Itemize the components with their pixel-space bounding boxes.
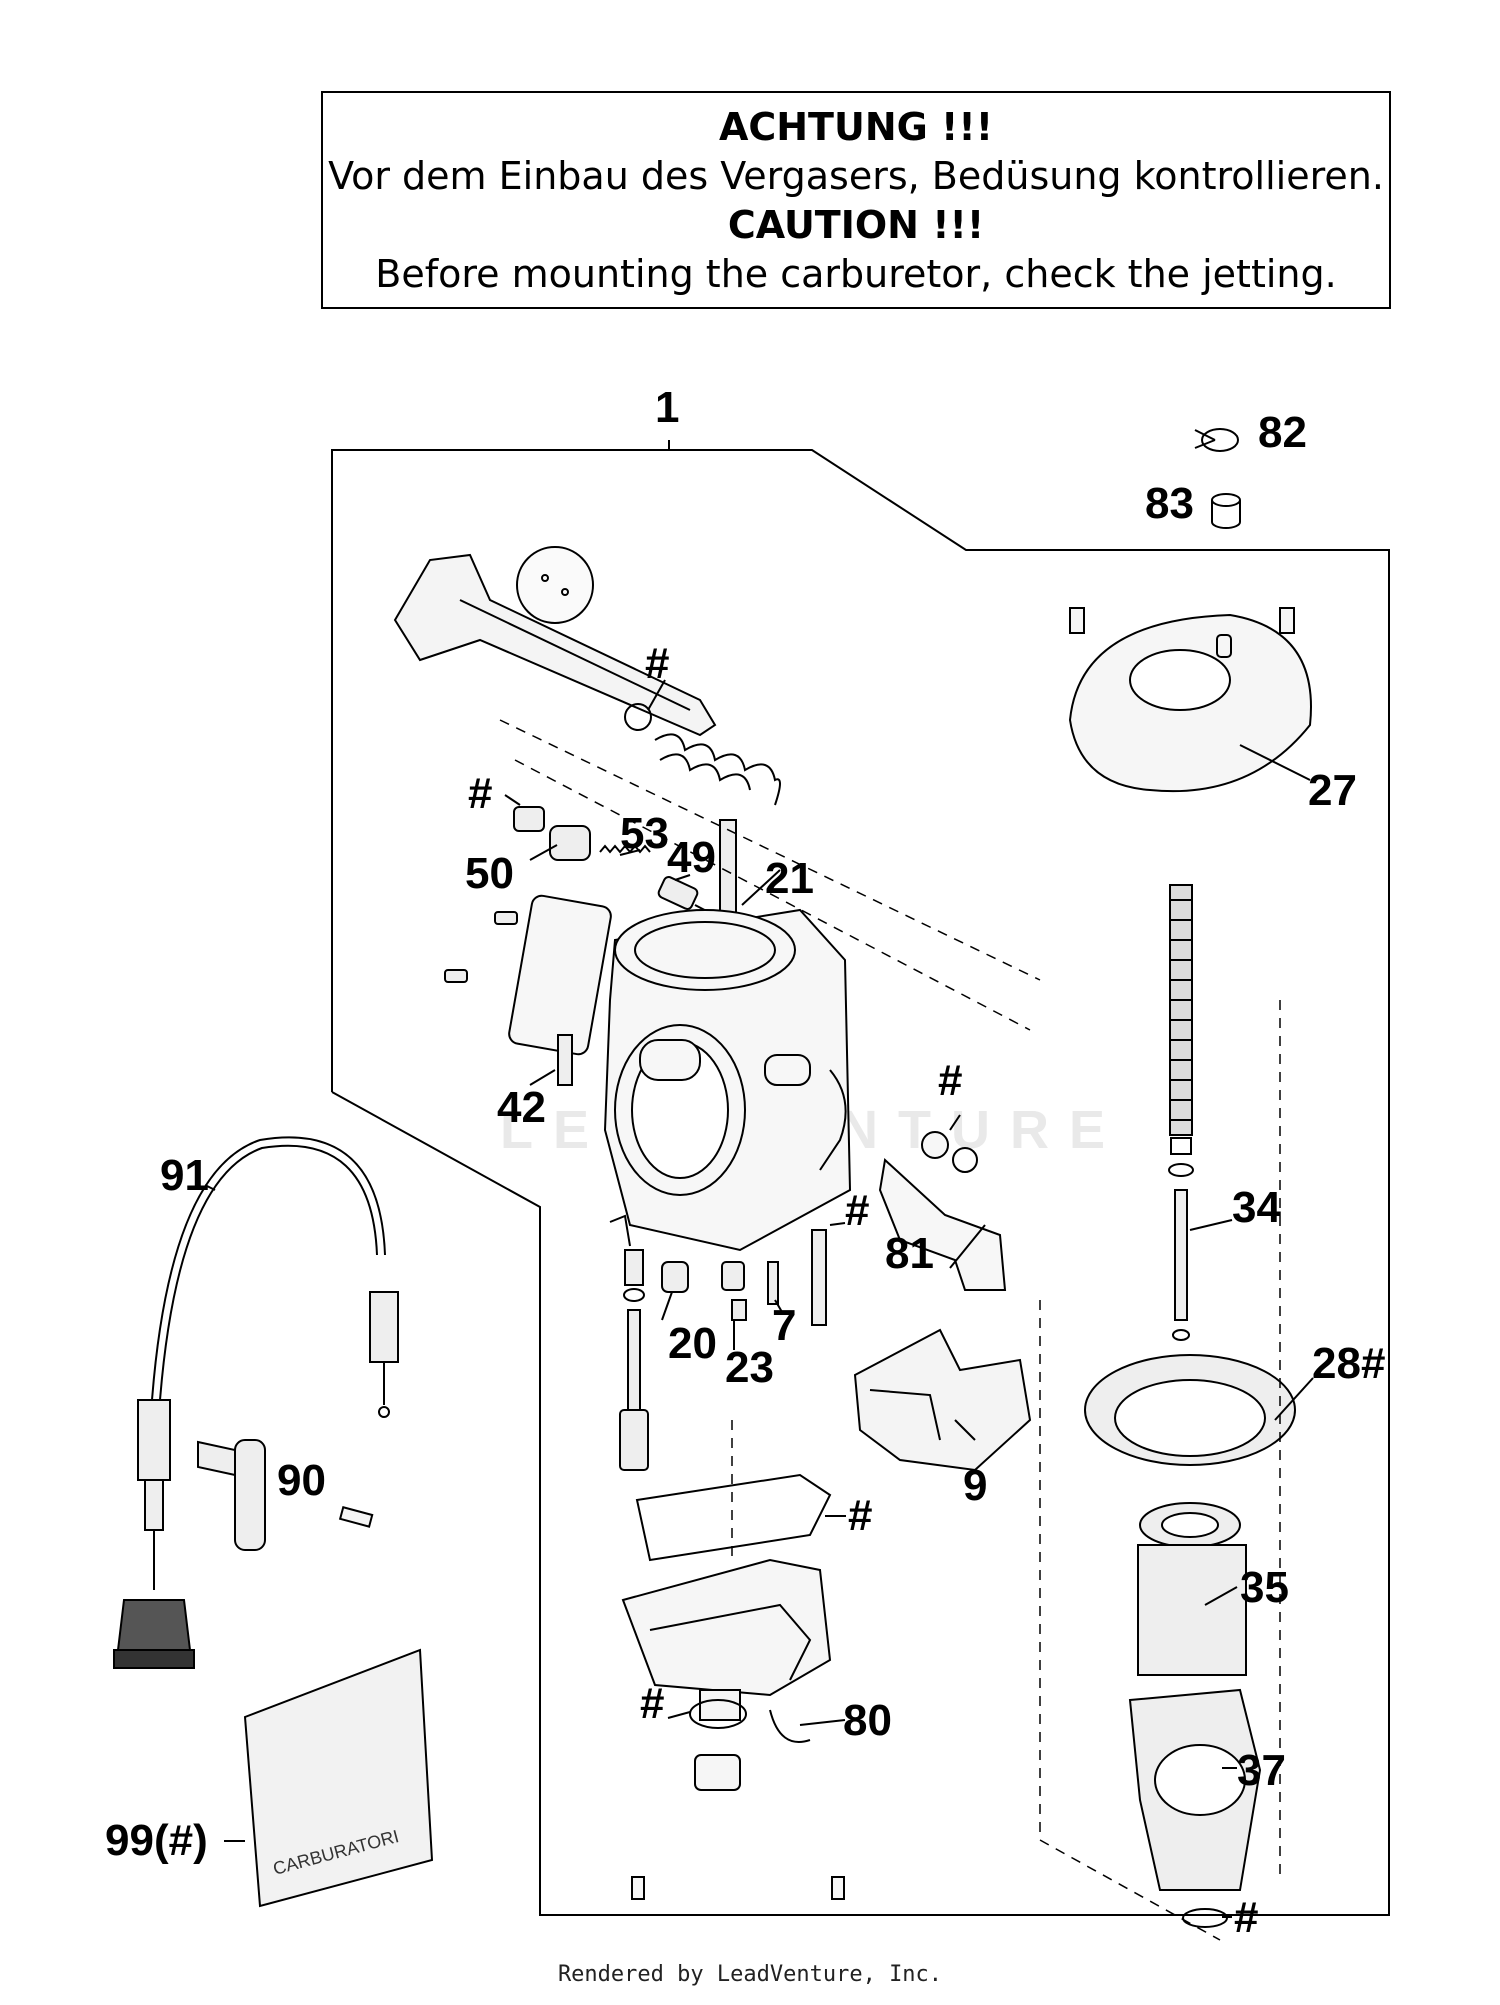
callout-28: 28# [1312,1339,1385,1388]
assembly-boundary [331,449,1390,1916]
callout-hash-left: # [468,769,492,818]
callout-80: 80 [843,1696,892,1745]
callout-hash-mid: # [938,1056,962,1105]
notice-text-en: Before mounting the carburetor, check th… [375,252,1337,296]
slide-icon [1128,1544,1262,1928]
throttle-spring-icon [624,703,781,806]
callout-49: 49 [667,833,716,882]
caution-notice-box: ACHTUNG !!! Vor dem Einbau des Vergasers… [321,91,1391,309]
jets-icon [609,1214,827,1471]
parts-bag-icon: CARBURATORI [243,1648,434,1908]
callout-hash-gasket: # [848,1491,872,1540]
callout-hash-top: # [645,639,669,688]
vent-tube-icon [878,1131,1007,1291]
callout-35: 35 [1240,1563,1289,1612]
callout-23: 23 [725,1343,774,1392]
callout-90: 90 [277,1456,326,1505]
callout-20: 20 [668,1319,717,1368]
notice-heading-de: ACHTUNG !!! [718,105,994,149]
callout-hash-bottom: # [1234,1893,1258,1942]
needle-spring-icon [1168,884,1194,1341]
cap-83-icon [1211,493,1241,529]
bracket-90-icon [197,1439,266,1551]
idle-screw-parts-icon [513,806,737,921]
carburetor-body-icon [508,894,852,1252]
top-cap-icon [1068,607,1312,793]
callout-91: 91 [160,1151,209,1200]
footer-credit: Rendered by LeadVenture, Inc. [557,1962,943,1987]
callout-50: 50 [465,849,514,898]
callout-82: 82 [1258,408,1307,457]
callout-37: 37 [1237,1746,1286,1795]
callout-34: 34 [1232,1183,1281,1232]
callout-hash-oring: # [640,1679,664,1728]
callout-83: 83 [1145,479,1194,528]
callout-7: 7 [772,1301,796,1350]
float-bowl-icon [338,1473,845,1900]
callout-9: 9 [963,1461,987,1510]
callout-1: 1 [655,383,679,432]
cable-91-icon [113,1136,399,1669]
leader-lines [204,679,1314,1918]
notice-text-de: Vor dem Einbau des Vergasers, Bedüsung k… [328,154,1384,198]
callout-27: 27 [1308,766,1357,815]
small-screws-icon [444,911,573,1086]
clip-82-icon [1194,428,1239,452]
diaphragm-icon [1084,1354,1296,1548]
callout-99: 99(#) [105,1816,208,1865]
dashed-guides [499,719,1281,1941]
throttle-shaft-icon [393,546,717,737]
callout-21: 21 [765,854,814,903]
callout-hash-jets: # [845,1186,869,1235]
callout-81: 81 [885,1229,934,1278]
float-icon [853,1328,1032,1472]
callout-53: 53 [620,809,669,858]
callout-42: 42 [497,1083,546,1132]
notice-heading-en: CAUTION !!! [727,203,985,247]
